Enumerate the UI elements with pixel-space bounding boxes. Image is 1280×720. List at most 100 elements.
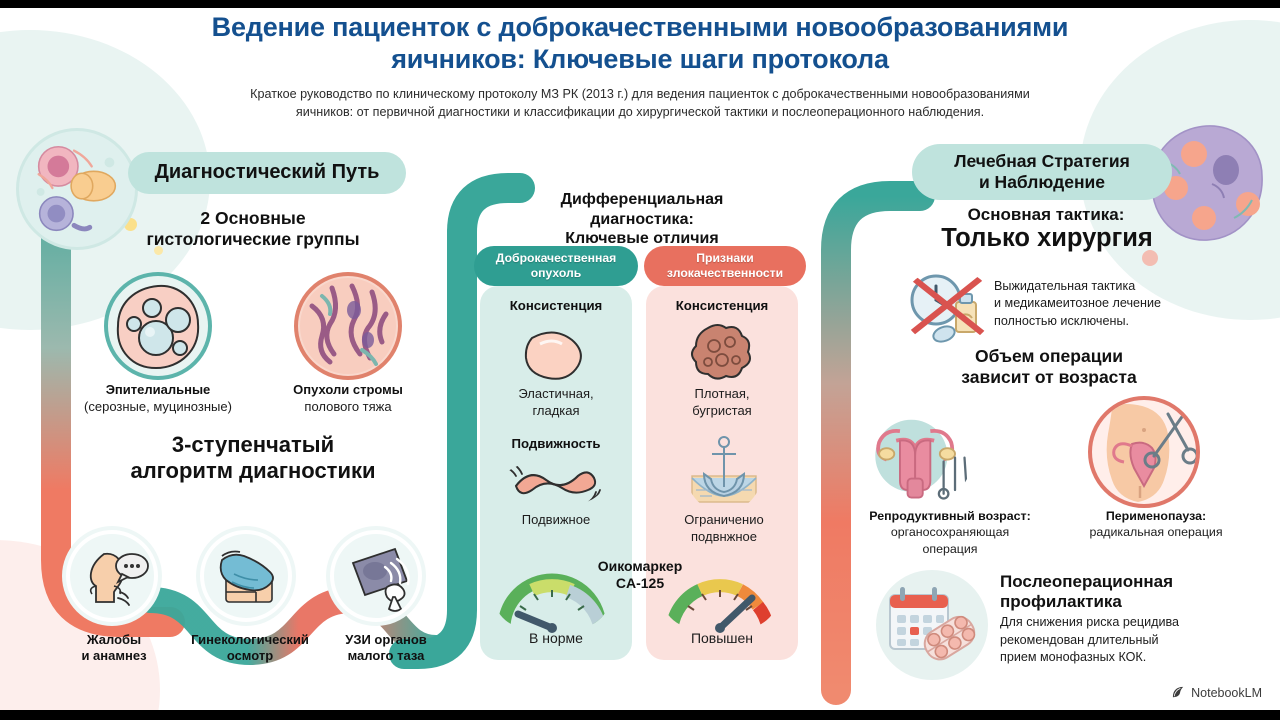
- patient-complaints-icon: [89, 552, 149, 606]
- postop-title-line1: Послеоперационная: [1000, 572, 1174, 591]
- page-title-line1: Ведение пациенток с доброкачественными н…: [211, 12, 1069, 42]
- exclusion-text: Выжидательная тактика и медикамеитозное …: [994, 278, 1234, 330]
- section-header-treatment-line2: и Наблюдение: [978, 172, 1106, 192]
- decorative-cell-right: [1142, 118, 1272, 248]
- label-consistency-benign: Эластичная, гладкая: [482, 386, 630, 420]
- exclusion-text-line2: и медикамеитозное лечение: [994, 296, 1162, 311]
- group-label-stromal-sub: полового тяжа: [304, 398, 392, 414]
- marker-label-line1: Оикомаркер: [597, 558, 683, 574]
- watermark-label: NotebookLM: [1191, 685, 1262, 700]
- pill-benign-line1: Доброкачественная: [495, 251, 617, 266]
- row-heading-consistency-malignant: Консистенция: [675, 298, 769, 313]
- page-subtitle-line1: Краткое руководство по клиническому прот…: [250, 86, 1030, 101]
- icon-smooth-mass: [514, 324, 598, 382]
- tactic-big-heading: Только хирургия: [941, 224, 1153, 252]
- ultrasound-probe-icon: [351, 547, 410, 612]
- scope-heading-line1: Объем операции: [975, 346, 1123, 366]
- letterbox-top: [0, 0, 1280, 8]
- scope-label-reproductive-bold: Репродуктивный возраст:: [869, 509, 1031, 523]
- scope-heading-line2: зависит от возраста: [961, 367, 1137, 388]
- watermark: NotebookLM: [1171, 685, 1262, 700]
- pill-malignant-line2: злокачественности: [666, 266, 784, 280]
- label-mobility-benign: Подвижное: [482, 512, 630, 529]
- marker-label-line2: CA-125: [615, 575, 665, 592]
- page-subtitle: Краткое руководство по клиническому прот…: [110, 86, 1170, 122]
- section-header-differential-line3: Ключевые отличия: [565, 230, 719, 248]
- postop-title: Послеоперационная профилактика: [1000, 572, 1250, 613]
- gauge-normal-label: В норме: [529, 630, 583, 646]
- pill-malignant-line1: Признаки: [696, 251, 754, 266]
- pill-malignant: Признаки злокачественности: [644, 246, 806, 286]
- label-consistency-malignant: Плотная, бугристая: [648, 386, 796, 420]
- large-cell-icon: [1151, 125, 1263, 241]
- step-label-ultrasound: УЗИ органов малого таза: [318, 632, 454, 665]
- group-icon-epithelial: [104, 272, 212, 380]
- pill-benign: Доброкачественная опухоль: [474, 246, 638, 286]
- algorithm-heading: 3-ступенчатый алгоритм диагностики: [78, 432, 428, 485]
- postop-text-line1: Для снижения риска рецидива: [1000, 615, 1180, 629]
- icon-anchor-fixed: [686, 434, 762, 512]
- label-consistency-benign-line2: гладкая: [532, 402, 580, 418]
- tactic-small-heading: Основная тактика:: [967, 205, 1125, 224]
- exclusion-text-line1: Выжидательная тактика: [994, 279, 1136, 293]
- scope-label-perimenopause-sub1: радикальная операция: [1089, 525, 1223, 540]
- postop-text: Для снижения риска рецидива рекомендован…: [1000, 614, 1258, 667]
- step-label-complaints-line1: Жалобы: [86, 632, 142, 647]
- label-consistency-malignant-line1: Плотная,: [694, 386, 750, 401]
- mobile-wavy-mass-icon: [507, 463, 601, 505]
- label-mobility-benign-line1: Подвижное: [521, 512, 591, 527]
- scope-label-perimenopause-bold: Перименопауза:: [1105, 509, 1207, 523]
- no-watchful-waiting-icon: [905, 271, 989, 343]
- step-label-ultrasound-line2: малого таза: [347, 648, 425, 664]
- icon-lumpy-mass: [686, 320, 758, 384]
- section-header-diagnostic-path: Диагностический Путь: [128, 152, 406, 194]
- group-label-epithelial-sub: (серозные, муцинозные): [84, 398, 232, 414]
- section-header-treatment-line1: Лечебная Стратегия: [954, 151, 1130, 172]
- page-title-line2: яичников: Ключевые шаги протокола: [391, 43, 889, 74]
- letterbox-bottom: [0, 710, 1280, 720]
- scope-label-reproductive-sub2: операция: [922, 541, 978, 556]
- icon-mobile-mass: [500, 460, 604, 508]
- label-mobility-malignant-line2: подвнжное: [691, 528, 757, 544]
- label-consistency-benign-line1: Эластичная,: [518, 386, 594, 401]
- group-label-stromal: Опухоли стромы полового тяжа: [258, 382, 438, 416]
- histology-groups-heading: 2 Основные гистологические группы: [88, 208, 418, 251]
- exclusion-text-line3: полностью исключены.: [994, 313, 1129, 328]
- section-header-diagnostic-path-label: Диагностический Путь: [154, 161, 380, 184]
- step-icon-ultrasound: [330, 530, 422, 622]
- scope-heading: Объем операции зависит от возраста: [884, 346, 1214, 389]
- notebooklm-logo-icon: [1173, 686, 1184, 698]
- histology-groups-heading-line2: гистологические группы: [146, 229, 360, 250]
- dot-pink-2: [1142, 250, 1158, 266]
- page-subtitle-line2: яичников: от первичной диагностики и кла…: [295, 104, 985, 119]
- label-mobility-malignant: Ограниченио подвнжное: [648, 512, 800, 546]
- gauge-elevated-label: Повышен: [690, 630, 754, 646]
- epithelial-tumor-cells-icon: [116, 284, 200, 370]
- postop-text-line2: рекомендован длительный: [1000, 632, 1159, 647]
- label-consistency-malignant-line2: бугристая: [692, 402, 752, 418]
- step-icon-complaints: [66, 530, 158, 622]
- marker-label-ca125: Оикомаркер CA-125: [574, 558, 706, 592]
- step-label-gyn-exam-line1: Гинекологический: [191, 632, 309, 647]
- section-header-differential: Дифференциальная диагностика: Ключевые о…: [492, 190, 792, 249]
- lumpy-dense-mass-icon: [691, 324, 751, 380]
- scope-label-reproductive-sub1: органосохраняющая: [890, 525, 1010, 540]
- group-label-epithelial: Эпителиальные (серозные, муцинозные): [48, 382, 268, 416]
- section-header-differential-line1: Дифференциальная: [560, 191, 724, 208]
- uterus-with-instruments-icon: [875, 419, 968, 500]
- step-label-complaints-line2: и анамнез: [81, 648, 147, 664]
- histology-groups-heading-line1: 2 Основные: [200, 208, 306, 228]
- step-label-gyn-exam-line2: осмотр: [226, 648, 274, 664]
- scope-icon-perimenopause: [1088, 396, 1200, 508]
- page-title: Ведение пациенток с доброкачественными н…: [0, 12, 1280, 76]
- algorithm-heading-line2: алгоритм диагностики: [130, 458, 376, 484]
- postop-icon: [876, 570, 988, 680]
- gloved-hand-exam-icon: [219, 550, 274, 603]
- postop-title-line2: профилактика: [1000, 592, 1122, 612]
- smooth-elastic-mass-icon: [524, 331, 582, 380]
- step-icon-gyn-exam: [200, 530, 292, 622]
- step-label-complaints: Жалобы и анамнез: [52, 632, 176, 665]
- row-heading-consistency-benign: Консистенция: [509, 298, 603, 313]
- anchor-fixed-icon: [691, 436, 757, 503]
